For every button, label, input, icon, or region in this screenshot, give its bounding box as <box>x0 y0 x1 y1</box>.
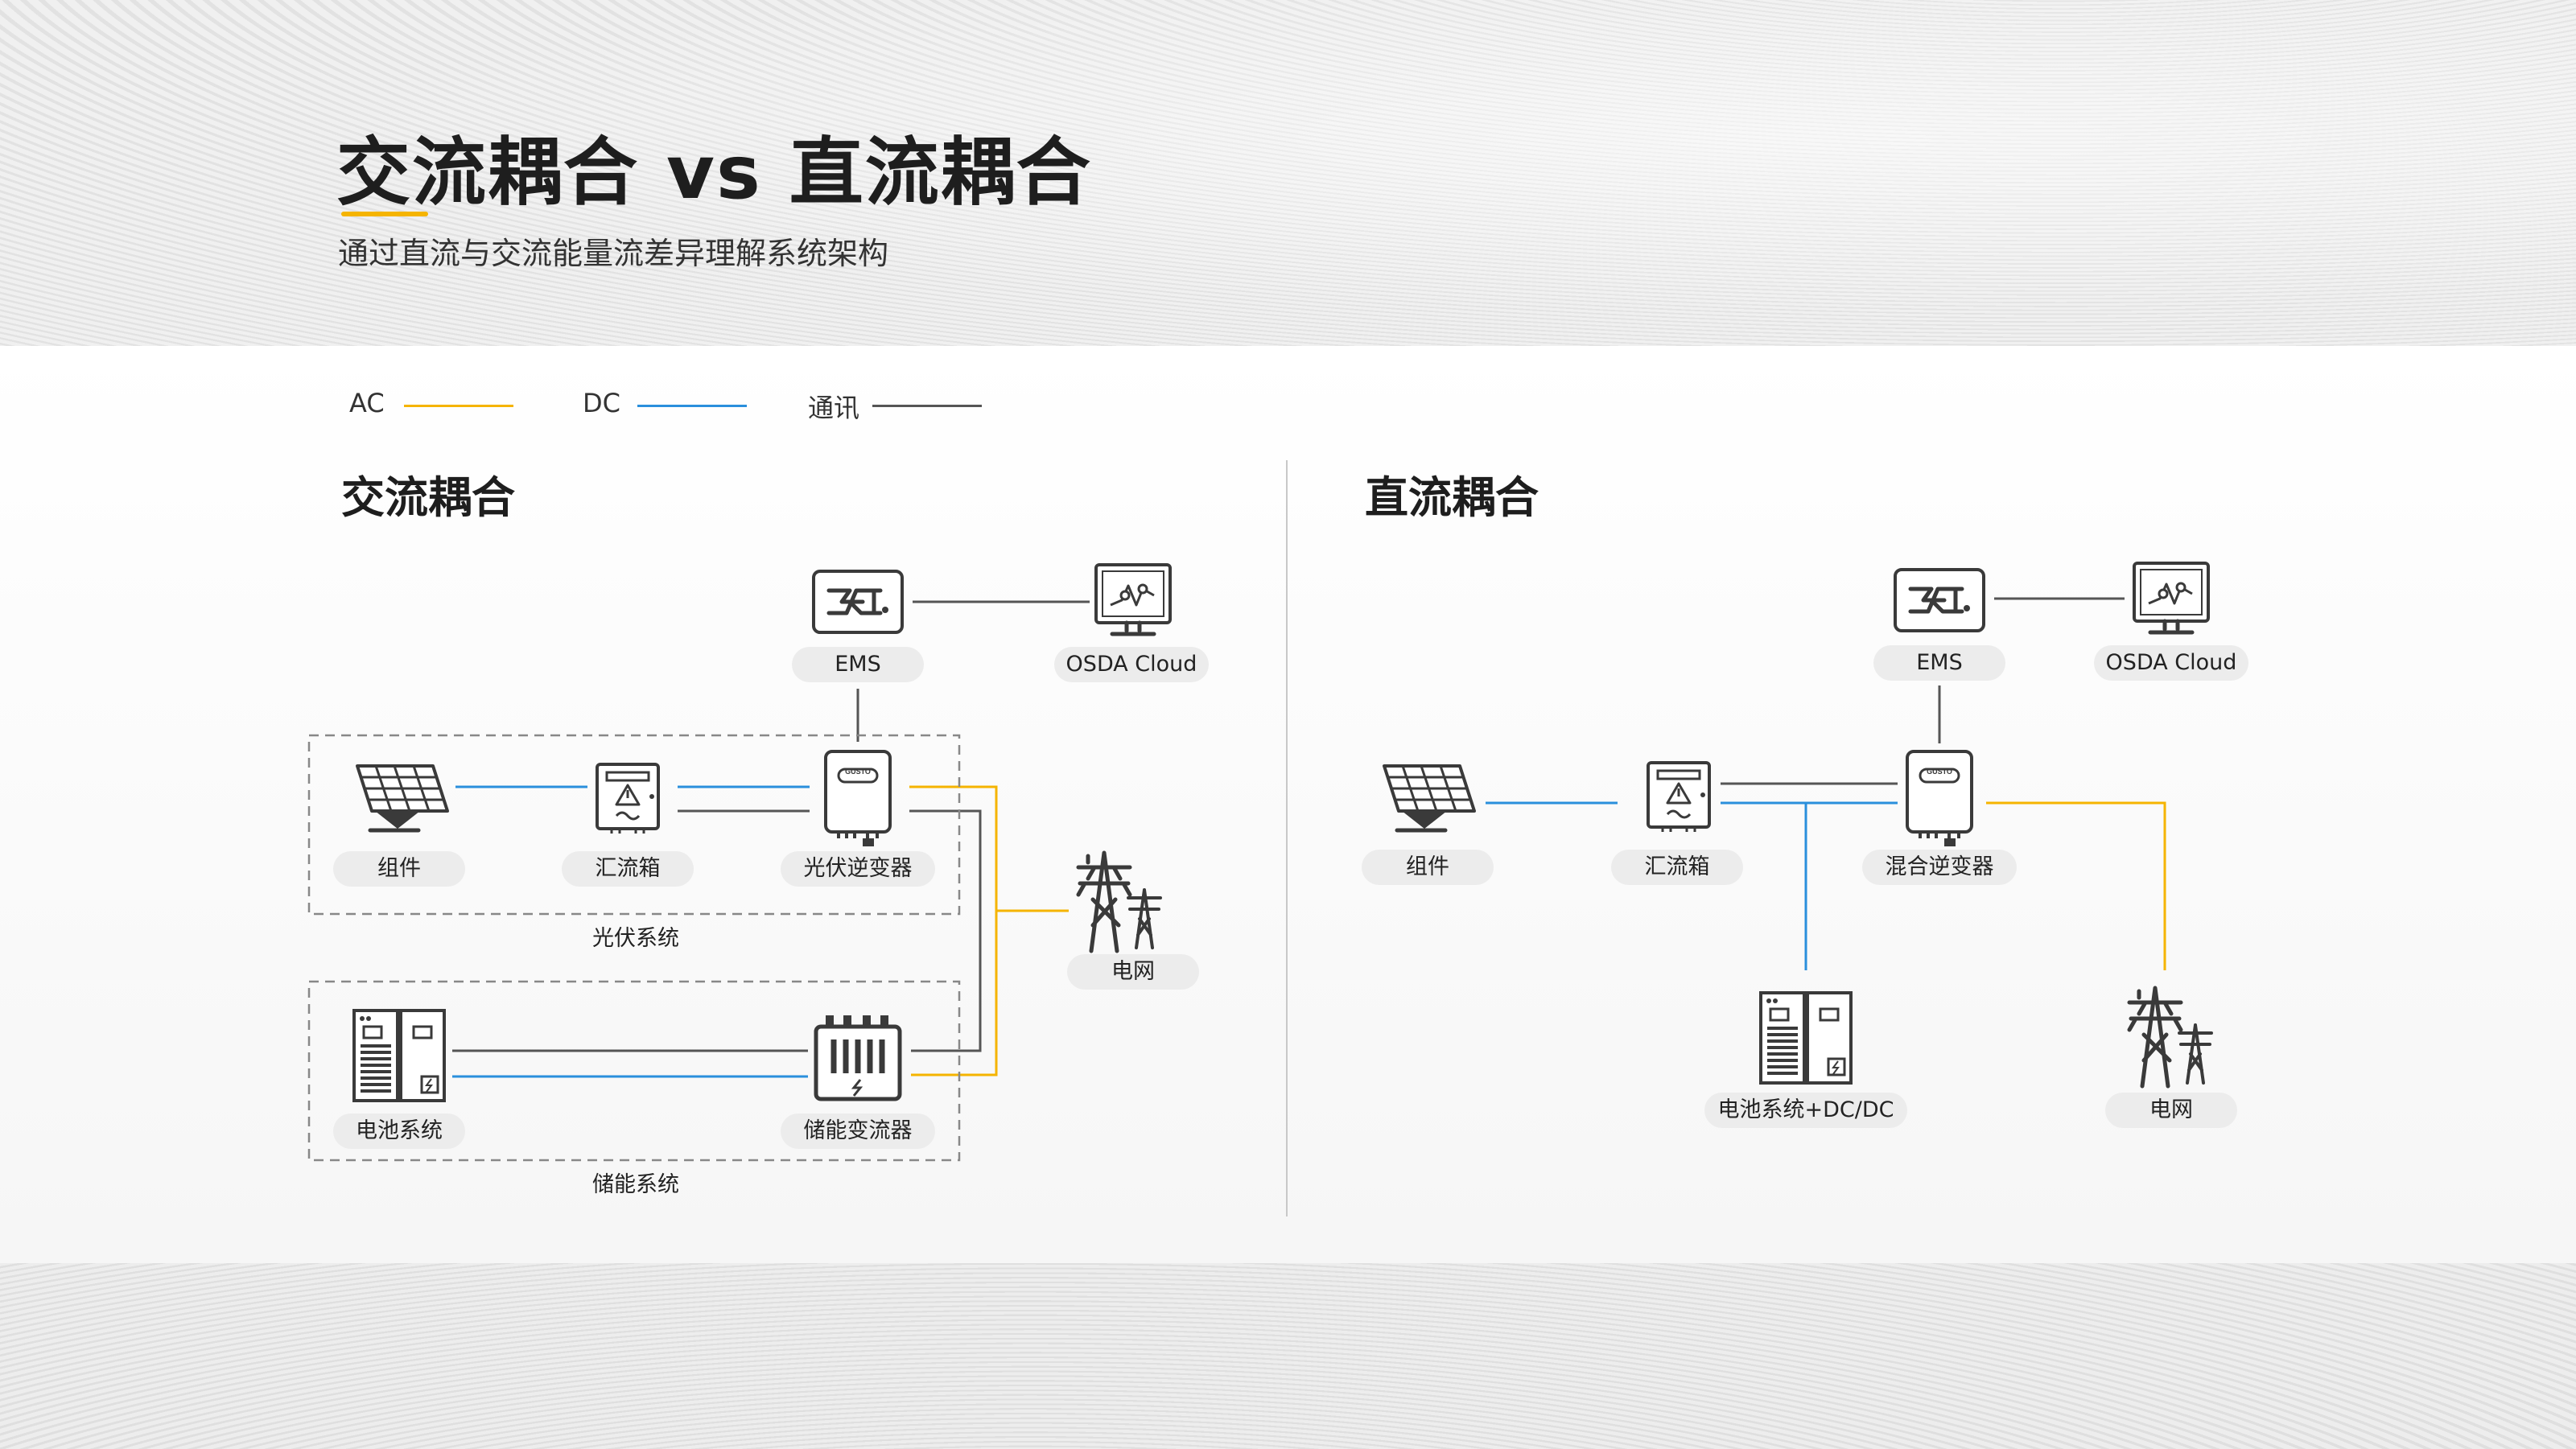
storage-system-box <box>307 980 961 1162</box>
dc-cloud-icon <box>2134 563 2208 632</box>
dc-cloud-label: OSDA Cloud <box>2094 645 2248 681</box>
dc-solar-panel-icon <box>1384 766 1474 830</box>
ac-ems-label: EMS <box>792 647 924 682</box>
ac-cloud-label: OSDA Cloud <box>1054 647 1209 682</box>
ac-cloud-icon <box>1096 565 1170 634</box>
dc-hybrid-inverter-label: 混合逆变器 <box>1862 850 2017 885</box>
ac-inverter-icon <box>824 750 892 848</box>
dc-hybrid-inverter-icon <box>1906 750 1973 848</box>
ac-inverter-pcs-comm <box>909 809 982 1052</box>
dc-ems-icon <box>1895 570 1984 631</box>
dc-inverter-to-grid <box>1986 801 2166 970</box>
ac-pcs-icon <box>816 1015 900 1099</box>
dc-grid-icon <box>2129 988 2211 1086</box>
storage-system-caption: 储能系统 <box>592 1172 679 1197</box>
ac-inverter-brand: GUSTO <box>845 768 871 776</box>
dc-combiner-icon <box>1647 761 1711 834</box>
header-background <box>0 0 2576 346</box>
ac-solar-panel-icon <box>357 766 447 830</box>
ac-grid-icon <box>1078 853 1160 951</box>
section-divider <box>1286 460 1288 1216</box>
legend-ac-line <box>404 405 513 407</box>
dc-battery-icon <box>1759 991 1853 1085</box>
pv-system-caption: 光伏系统 <box>592 926 679 951</box>
ac-pv-inverter-label: 光伏逆变器 <box>781 851 935 887</box>
legend-dc-label: DC <box>583 388 620 418</box>
ac-grid-label: 电网 <box>1067 954 1199 990</box>
dc-module-label: 组件 <box>1362 850 1494 885</box>
ac-combiner-label: 汇流箱 <box>562 851 694 887</box>
ac-section-title: 交流耦合 <box>341 472 515 523</box>
dc-ems-label: EMS <box>1873 645 2005 681</box>
ac-bus <box>909 785 998 1076</box>
legend-dc-line <box>637 405 747 407</box>
footer-background <box>0 1263 2576 1449</box>
dc-combiner-label: 汇流箱 <box>1611 850 1743 885</box>
legend-ac-label: AC <box>349 388 385 418</box>
page-title: 交流耦合 vs 直流耦合 <box>336 130 1092 216</box>
ac-battery-icon <box>352 1009 446 1102</box>
dc-inverter-brand: GUSTO <box>1927 768 1952 776</box>
ac-battery-label: 电池系统 <box>333 1114 465 1149</box>
ac-pcs-label: 储能变流器 <box>781 1114 935 1149</box>
ac-ems-icon <box>814 571 902 632</box>
dc-section-title: 直流耦合 <box>1365 472 1539 523</box>
dc-battery-label: 电池系统+DC/DC <box>1704 1093 1907 1128</box>
ac-combiner-icon <box>596 763 660 835</box>
pv-system-box <box>307 734 961 916</box>
title-accent-bar <box>341 212 428 216</box>
ac-module-label: 组件 <box>333 851 465 887</box>
dc-grid-label: 电网 <box>2105 1093 2237 1128</box>
legend-comm-label: 通讯 <box>808 393 860 423</box>
legend-comm-line <box>872 405 982 407</box>
page-subtitle: 通过直流与交流能量流差异理解系统架构 <box>338 236 889 271</box>
